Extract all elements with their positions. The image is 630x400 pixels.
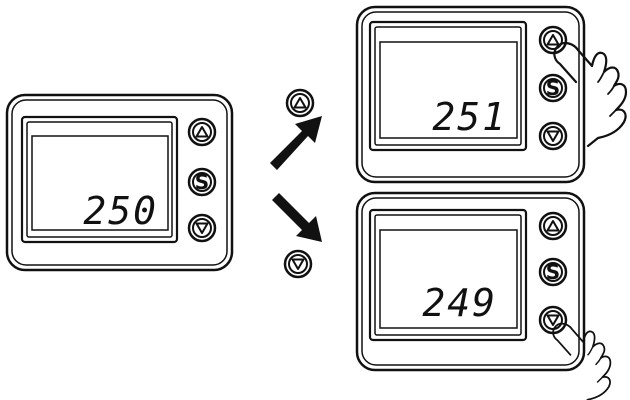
bottom-display-value: 249 xyxy=(422,281,497,325)
decrease-arrow-group xyxy=(272,193,322,279)
bottom-set-button[interactable]: S xyxy=(538,257,568,287)
center-set-button[interactable]: S xyxy=(187,167,217,197)
increase-arrow-group xyxy=(270,88,322,170)
top-set-button[interactable]: S xyxy=(538,73,568,103)
increase-arrow-icon xyxy=(270,116,322,170)
top-up-button[interactable] xyxy=(538,25,568,55)
center-controller: 250 S xyxy=(5,93,234,272)
bottom-up-button[interactable] xyxy=(538,211,568,241)
set-button-label: S xyxy=(195,170,209,194)
center-down-button[interactable] xyxy=(187,213,217,243)
top-display-value: 251 xyxy=(432,95,507,139)
bottom-lcd xyxy=(379,229,518,329)
set-button-label: S xyxy=(546,76,560,100)
top-lcd xyxy=(379,41,518,139)
bottom-controller: 249 S xyxy=(355,191,612,400)
top-controller: 251 S xyxy=(355,5,628,184)
decrease-indicator-icon xyxy=(283,249,313,279)
decrease-arrow-icon xyxy=(272,193,322,242)
set-button-label: S xyxy=(546,260,560,284)
increase-indicator-icon xyxy=(285,88,315,118)
center-display-value: 250 xyxy=(83,189,158,233)
center-up-button[interactable] xyxy=(187,117,217,147)
top-down-button[interactable] xyxy=(538,121,568,151)
center-lcd xyxy=(31,135,169,231)
